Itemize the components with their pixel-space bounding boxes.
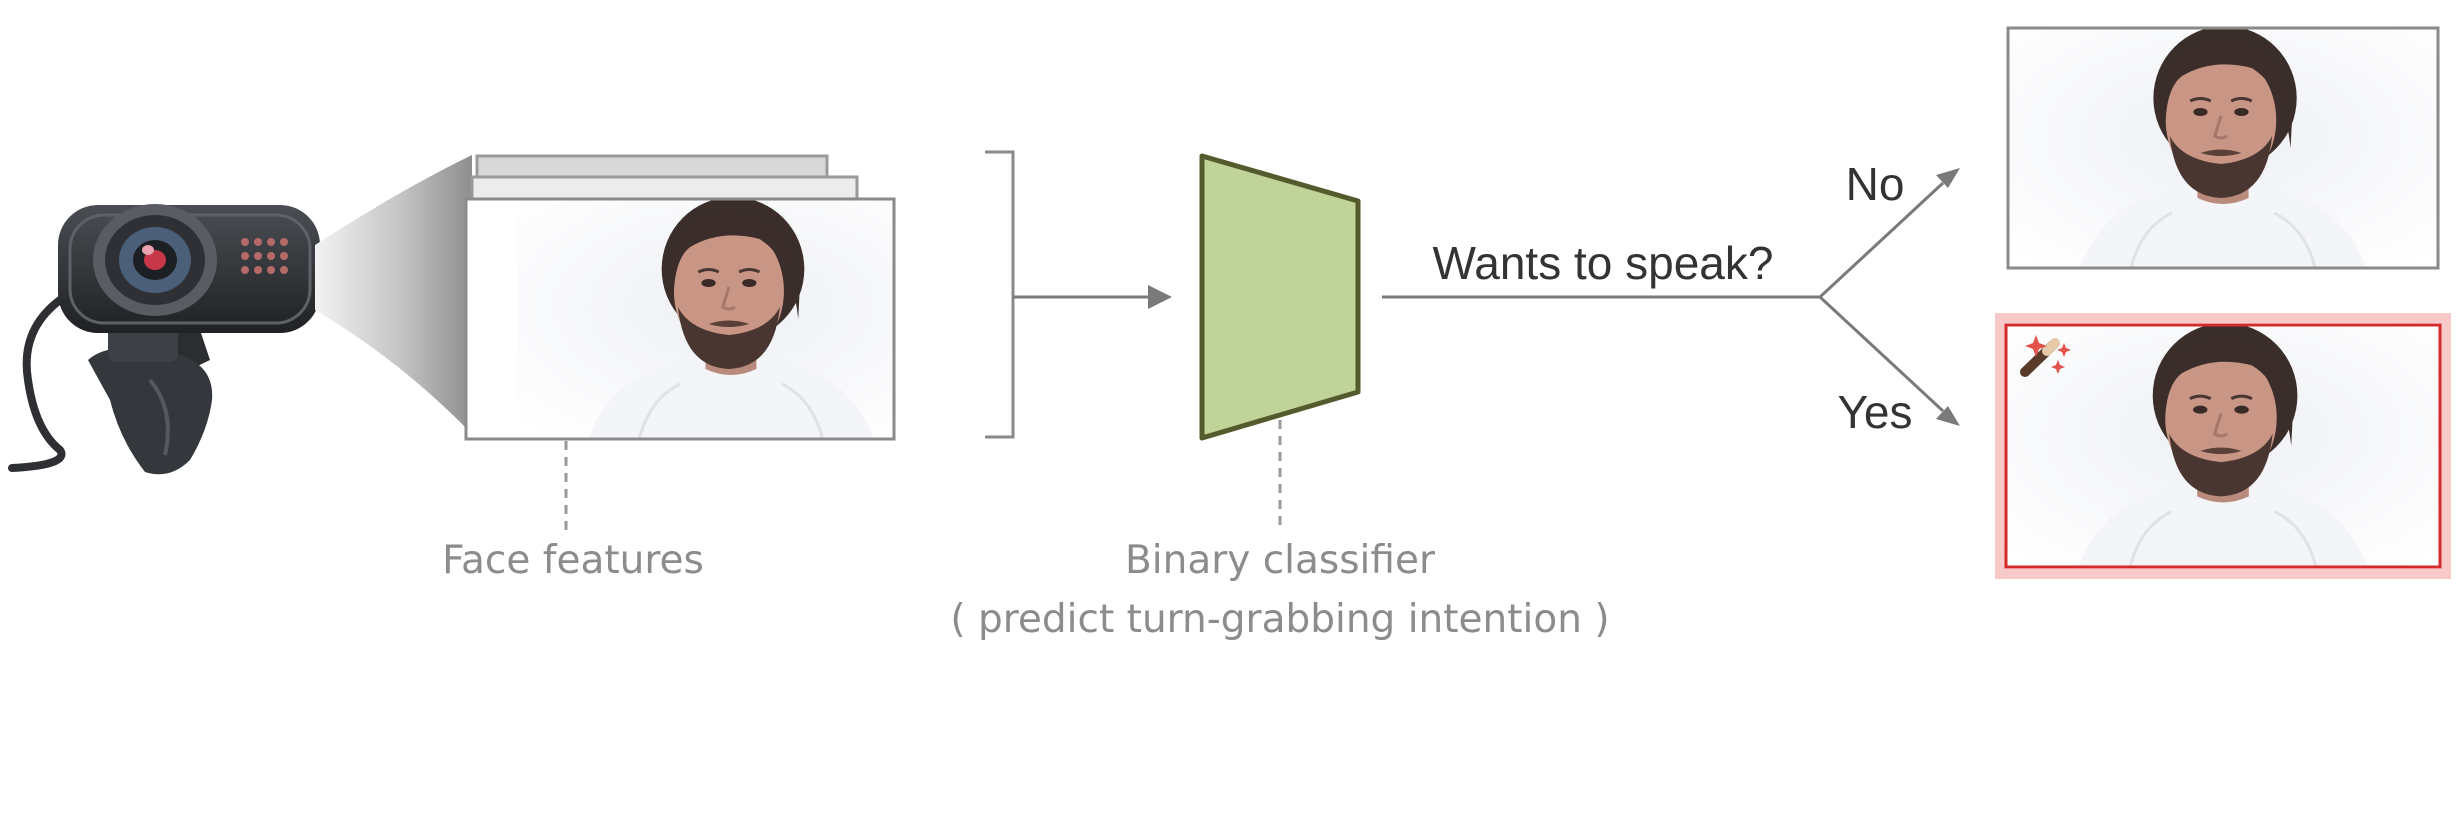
sequence-bracket	[985, 150, 1015, 439]
face-features-label: Face features	[442, 538, 704, 583]
webcam-icon	[8, 204, 320, 475]
no-label: No	[1846, 158, 1905, 210]
yes-label: Yes	[1837, 386, 1912, 438]
binary-classifier-label: Binary classifier	[1125, 538, 1436, 583]
camera-view-beam	[315, 155, 472, 434]
frame-stack	[464, 154, 896, 441]
magic-wand-icon	[2020, 335, 2071, 377]
yes-branch-arrow	[1818, 295, 1945, 413]
no-branch-arrow	[1818, 181, 1945, 299]
wants-to-speak-label: Wants to speak?	[1433, 237, 1774, 289]
binary-classifier-block	[1199, 153, 1361, 441]
classifier-note-label: ( predict turn-grabbing intention )	[950, 597, 1609, 642]
output-no-frame	[2006, 26, 2440, 270]
output-yes-frame	[1995, 313, 2451, 579]
